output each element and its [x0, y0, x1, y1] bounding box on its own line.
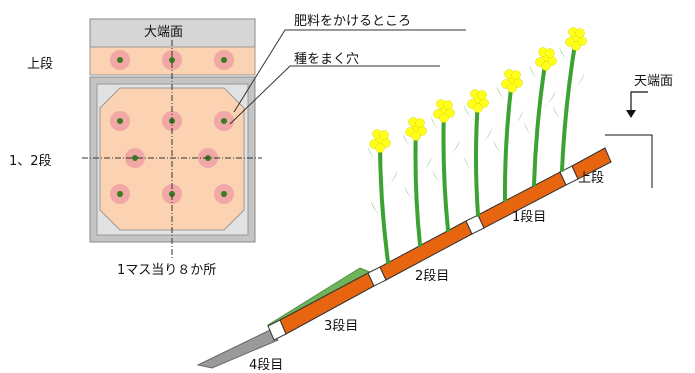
rapeseed-plant: [402, 117, 432, 247]
label-slope-tier1: 1段目: [512, 210, 547, 225]
label-per-cell: 1マス当り８か所: [117, 263, 217, 278]
upper-row-holes: [110, 50, 234, 70]
rapeseed-plant: [464, 89, 492, 217]
crest-line: [605, 134, 653, 188]
block-upper: [571, 147, 612, 180]
rapeseed-plant: [524, 47, 557, 187]
seed-hole: [214, 184, 234, 204]
label-slope-tier3: 3段目: [324, 319, 359, 334]
seed-hole: [214, 50, 234, 70]
seed-hole: [214, 111, 234, 131]
plan-view: [82, 18, 466, 258]
rapeseed-plant: [493, 69, 524, 202]
label-top-end-face: 大端面: [144, 25, 184, 40]
seed-hole: [110, 184, 130, 204]
gravel-base: [196, 329, 279, 369]
leader-fertilizer: [233, 29, 466, 113]
label-slope-upper: 上段: [578, 171, 605, 186]
crest-arrow-line: [630, 91, 648, 110]
rapeseed-plants: [367, 27, 587, 264]
label-seed-hole: 種をまく穴: [294, 52, 360, 67]
rapeseed-plant: [552, 27, 587, 172]
slope-view: [196, 27, 653, 369]
label-crest-face: 天端面: [634, 74, 674, 89]
rapeseed-plant: [367, 129, 398, 264]
label-tiers-1-2: 1、2段: [9, 154, 52, 169]
gap: [267, 319, 287, 341]
label-slope-tier2: 2段目: [415, 269, 450, 284]
label-slope-tier4: 4段目: [249, 358, 284, 373]
crest-arrow-head: [626, 110, 636, 118]
leader-seed-hole: [229, 65, 440, 125]
label-upper-tier: 上段: [27, 57, 54, 72]
seed-hole: [110, 111, 130, 131]
label-fertilizer-spot: 肥料をかけるところ: [294, 14, 412, 29]
rapeseed-plant: [430, 99, 460, 232]
seed-hole: [110, 50, 130, 70]
